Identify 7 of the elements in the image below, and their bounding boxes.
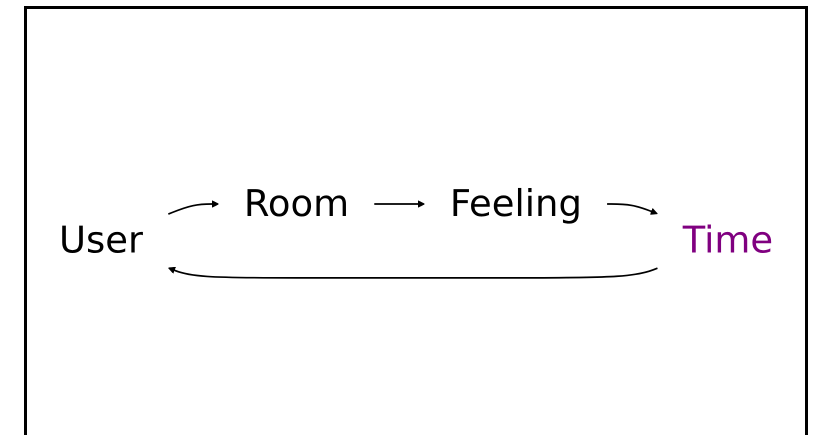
word-label: Feeling: [450, 182, 582, 225]
curved-arrow: [168, 266, 658, 278]
curved-arrow: [168, 200, 220, 214]
curved-arrow: [374, 200, 425, 208]
word-label: User: [58, 218, 144, 262]
word-label: Room: [244, 182, 350, 225]
curved-arrow: [607, 202, 658, 214]
